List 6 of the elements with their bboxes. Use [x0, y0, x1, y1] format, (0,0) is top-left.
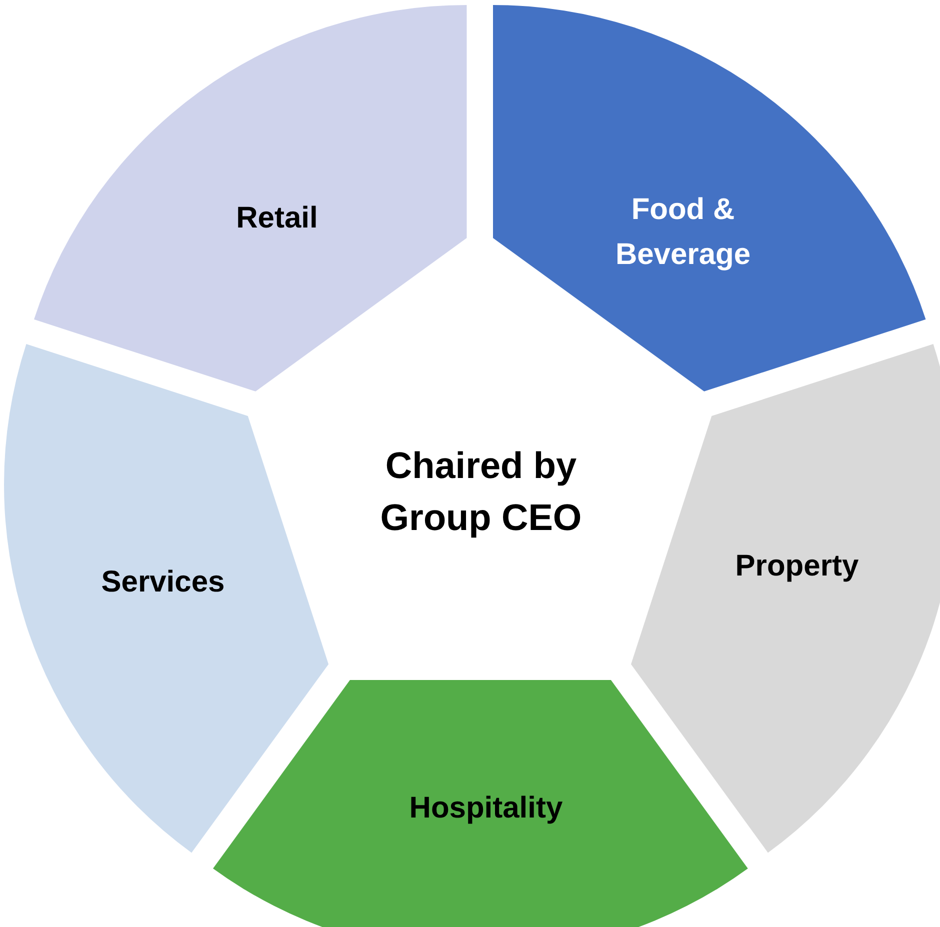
- segment-label: Services: [100, 564, 226, 600]
- center-label: Chaired by Group CEO: [379, 444, 583, 540]
- segment-label: Hospitality: [408, 790, 564, 826]
- segment-label: Food & Beverage: [614, 192, 752, 273]
- segment-label: Property: [734, 548, 860, 584]
- segment-label: Retail: [235, 200, 319, 236]
